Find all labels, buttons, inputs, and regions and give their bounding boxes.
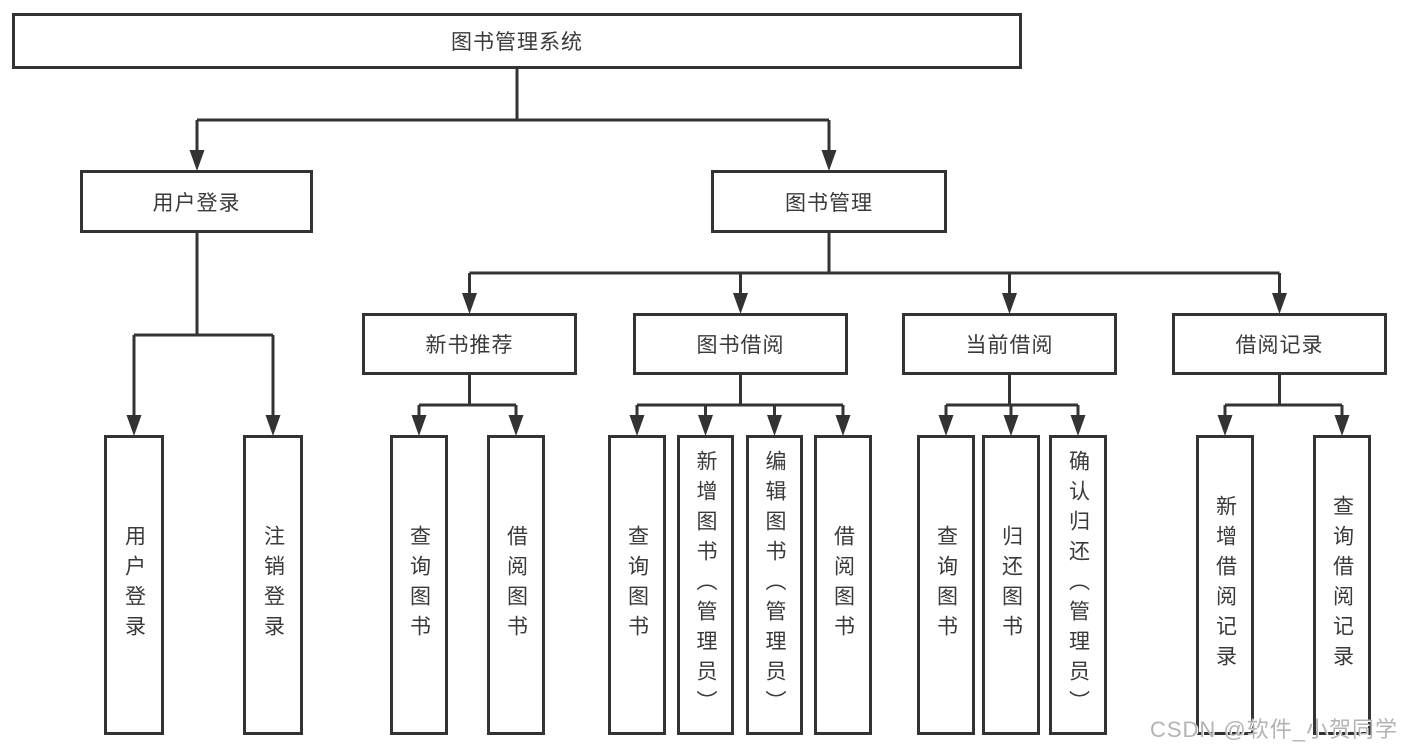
leaf-query-books-1: 查询图书: [390, 435, 448, 735]
leaf-borrow-books-2-label: 借阅图书: [831, 525, 855, 645]
leaf-borrow-books-2: 借阅图书: [814, 435, 872, 735]
leaf-query-borrow-record-label: 查询借阅记录: [1330, 495, 1354, 675]
leaf-query-books-2-label: 查询图书: [625, 525, 649, 645]
leaf-add-books-admin: 新增图书（管理员）: [677, 435, 734, 735]
leaf-borrow-books-1-label: 借阅图书: [504, 525, 528, 645]
node-new-book-recommend-label: 新书推荐: [425, 334, 514, 357]
leaf-logout: 注销登录: [243, 435, 303, 735]
leaf-return-books-label: 归还图书: [999, 525, 1023, 645]
node-borrowing-records: 借阅记录: [1172, 313, 1387, 375]
node-user-login-label: 用户登录: [152, 191, 241, 215]
node-new-book-recommend: 新书推荐: [362, 313, 577, 375]
leaf-logout-label: 注销登录: [261, 525, 285, 645]
leaf-query-books-2: 查询图书: [608, 435, 666, 735]
leaf-borrow-books-1: 借阅图书: [487, 435, 545, 735]
leaf-query-borrow-record: 查询借阅记录: [1313, 435, 1371, 735]
leaf-query-books-3-label: 查询图书: [934, 525, 958, 645]
node-book-borrowing: 图书借阅: [633, 313, 848, 375]
node-user-login: 用户登录: [80, 170, 313, 233]
node-root-system: 图书管理系统: [12, 13, 1022, 69]
node-root-label: 图书管理系统: [451, 31, 583, 54]
node-borrowing-records-label: 借阅记录: [1235, 334, 1324, 357]
leaf-confirm-return-admin: 确认归还（管理员）: [1049, 435, 1107, 735]
leaf-user-login-label: 用户登录: [122, 525, 146, 645]
node-current-borrowing-label: 当前借阅: [965, 334, 1054, 357]
leaf-edit-books-admin-label: 编辑图书（管理员）: [763, 450, 786, 720]
leaf-query-books-3: 查询图书: [917, 435, 975, 735]
node-book-management-label: 图书管理: [785, 191, 873, 215]
leaf-add-books-admin-label: 新增图书（管理员）: [694, 450, 717, 720]
leaf-confirm-return-admin-label: 确认归还（管理员）: [1066, 450, 1090, 720]
csdn-watermark: CSDN @软件_小贺同学: [1149, 717, 1398, 742]
leaf-user-login: 用户登录: [104, 435, 164, 735]
node-book-management: 图书管理: [711, 170, 947, 233]
leaf-return-books: 归还图书: [982, 435, 1040, 735]
leaf-edit-books-admin: 编辑图书（管理员）: [746, 435, 803, 735]
leaf-add-borrow-record: 新增借阅记录: [1196, 435, 1254, 735]
leaf-add-borrow-record-label: 新增借阅记录: [1213, 495, 1237, 675]
leaf-query-books-1-label: 查询图书: [407, 525, 431, 645]
node-current-borrowing: 当前借阅: [902, 313, 1117, 375]
node-book-borrowing-label: 图书借阅: [696, 334, 785, 357]
